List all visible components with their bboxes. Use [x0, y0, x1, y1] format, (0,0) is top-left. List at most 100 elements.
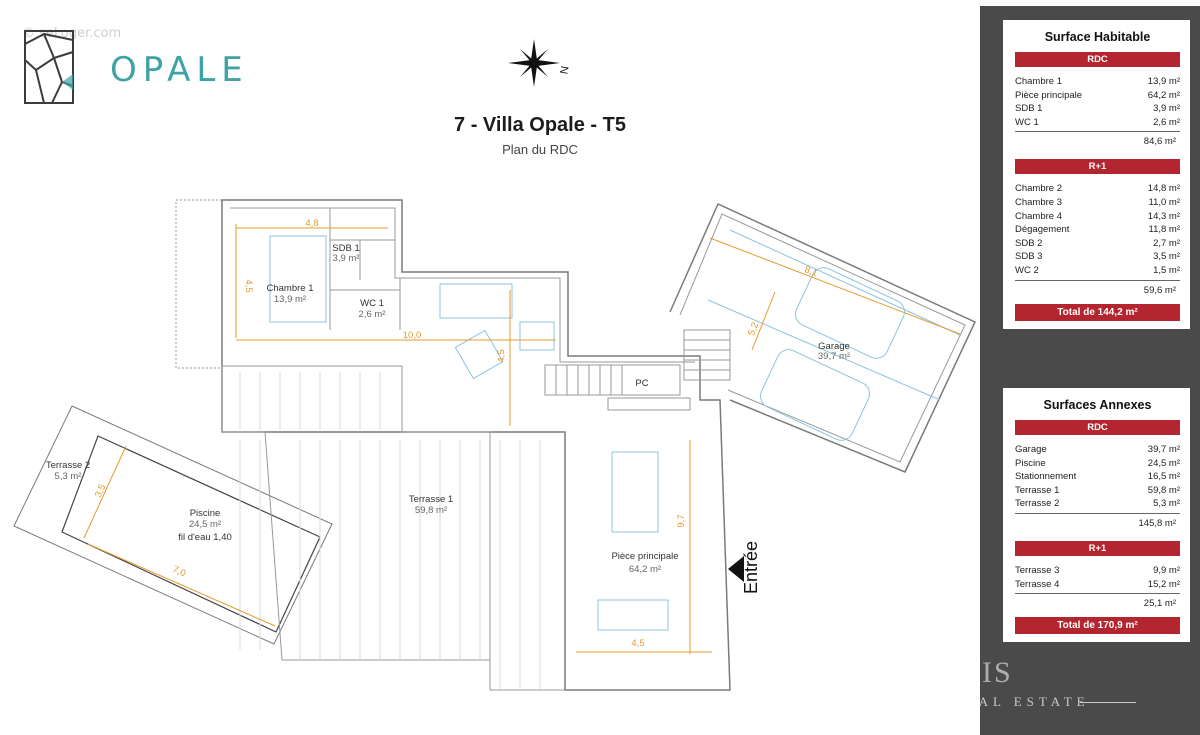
room-piscine-note: fil d'eau 1,40 [178, 532, 232, 543]
surface-row: SDB 3 3,5 m² [1015, 250, 1180, 264]
annexes-total: Total de 170,9 m² [1015, 617, 1180, 635]
surface-row-name: WC 2 [1015, 264, 1039, 276]
room-chambre1-area: 13,9 m² [274, 294, 306, 305]
surface-row: Piscine 24,5 m² [1015, 457, 1180, 471]
surface-row-name: Stationnement [1015, 471, 1077, 483]
room-piece-label: Pièce principale [611, 551, 678, 562]
entrance-arrow-icon [728, 556, 744, 582]
surface-row-name: Chambre 1 [1015, 76, 1062, 87]
room-garage-label: Garage [818, 341, 850, 352]
surface-row-name: Dégagement [1015, 224, 1070, 236]
surface-row: WC 1 2,6 m² [1015, 116, 1180, 130]
room-sdb1-label: SDB 1 [332, 243, 359, 254]
entrance-label: Entrée [741, 540, 762, 595]
page-title: 7 - Villa Opale - T5 [454, 114, 626, 136]
surface-row-value: 2,6 m² [1153, 116, 1180, 128]
surface-row-value: 3,5 m² [1153, 251, 1180, 263]
surface-row-value: 59,8 m² [1147, 484, 1180, 496]
annexes-r1-subtotal: 25,1 m² [1015, 593, 1180, 609]
room-terrasse1-label: Terrasse 1 [409, 494, 453, 505]
surface-row-name: Chambre 4 [1015, 210, 1062, 222]
room-chambre1-label: Chambre 1 [267, 283, 314, 294]
surface-row-name: WC 1 [1015, 116, 1039, 128]
habitable-r1-bar: R+1 [1015, 159, 1180, 175]
surface-row: SDB 1 3,9 m² [1015, 102, 1180, 116]
room-terrasse2-label: Terrasse 2 [46, 460, 90, 471]
floor-plan: Chambre 1 13,9 m² SDB 1 3,9 m² WC 1 2,6 … [13, 199, 976, 691]
room-piscine-area: 24,5 m² [189, 519, 221, 530]
opale-logo-icon [24, 30, 74, 104]
dim-7-0: 7,0 [171, 564, 188, 579]
agency-logo: & DAVIS REAL ESTATE [840, 650, 1180, 720]
surface-row-value: 1,5 m² [1153, 264, 1180, 276]
compass-north-label: N [558, 65, 571, 75]
surface-row-value: 16,5 m² [1147, 471, 1180, 483]
room-garage-area: 39,7 m² [818, 351, 850, 362]
habitable-rdc-subtotal: 84,6 m² [1015, 131, 1180, 147]
dim-8-1: 8,1 [803, 264, 819, 279]
surface-row: Chambre 3 11,0 m² [1015, 196, 1180, 210]
surface-row-value: 15,2 m² [1147, 578, 1180, 590]
dim-10-0: 10,0 [403, 330, 422, 341]
surface-row: Chambre 1 13,9 m² [1015, 75, 1180, 89]
surface-row: Pièce principale 64,2 m² [1015, 89, 1180, 103]
agency-name: & DAVIS [880, 656, 1013, 689]
room-pc-label: PC [635, 378, 648, 389]
habitable-card: Surface Habitable RDC Chambre 1 13,9 m² Pi… [1003, 20, 1190, 329]
surface-row-value: 5,3 m² [1153, 498, 1180, 510]
surface-row-name: Pièce principale [1015, 89, 1083, 101]
surface-row-value: 3,9 m² [1153, 103, 1180, 115]
habitable-title: Surface Habitable [1044, 30, 1151, 44]
surface-row-value: 11,0 m² [1148, 196, 1180, 208]
habitable-r1-subtotal: 59,6 m² [1015, 279, 1180, 296]
surface-row-name: Terrasse 4 [1015, 578, 1060, 590]
surface-row-name: Piscine [1015, 457, 1046, 469]
brand-name: OPALE [110, 50, 249, 90]
surface-row-name: Garage [1015, 444, 1047, 455]
surface-row: Chambre 4 14,3 m² [1015, 210, 1180, 224]
surface-row-name: Terrasse 1 [1015, 484, 1060, 496]
dim-9-7: 9,7 [676, 514, 687, 527]
watermark-text: © seLoger.com [22, 26, 122, 41]
compass-icon: N [508, 39, 572, 87]
surface-row: Stationnement 16,5 m² [1015, 470, 1180, 484]
annexes-rdc-bar: RDC [1015, 420, 1180, 435]
surface-row-name: Terrasse 3 [1015, 564, 1060, 576]
surface-row-value: 64,2 m² [1147, 89, 1180, 101]
dim-4-5-piece: 4,5 [631, 638, 644, 649]
room-terrasse2-area: 5,3 m² [55, 471, 82, 482]
surface-row-value: 24,5 m² [1147, 457, 1180, 469]
surface-row-name: Chambre 3 [1015, 196, 1062, 208]
habitable-rdc-bar: RDC [1015, 52, 1180, 67]
annexes-r1-bar: R+1 [1015, 540, 1180, 556]
annexes-title: Surfaces Annexes [1043, 398, 1152, 412]
surface-row-value: 11,8 m² [1148, 224, 1180, 236]
room-piscine-label: Piscine [190, 508, 221, 519]
surface-row: WC 2 1,5 m² [1015, 264, 1180, 278]
surface-row-value: 14,3 m² [1147, 210, 1180, 222]
surface-row: Dégagement 11,8 m² [1015, 223, 1180, 237]
surface-row-name: SDB 3 [1015, 251, 1043, 263]
room-terrasse1-area: 59,8 m² [415, 505, 447, 516]
surface-row-name: Chambre 2 [1015, 183, 1062, 195]
surface-row-value: 13,9 m² [1147, 76, 1180, 87]
annexes-rdc-subtotal: 145,8 m² [1015, 512, 1180, 529]
surface-row-value: 2,7 m² [1153, 237, 1180, 249]
surface-row-name: SDB 1 [1015, 103, 1043, 115]
dim-3-5: 3,5 [93, 483, 108, 500]
habitable-total: Total de 144,2 m² [1015, 303, 1180, 321]
dim-4-8: 4,8 [305, 218, 318, 229]
agency-divider [1080, 702, 1136, 703]
dim-4-5-salon: 4,5 [496, 349, 507, 362]
room-piece-area: 64,2 m² [629, 564, 661, 575]
page-subtitle: Plan du RDC [502, 142, 578, 157]
